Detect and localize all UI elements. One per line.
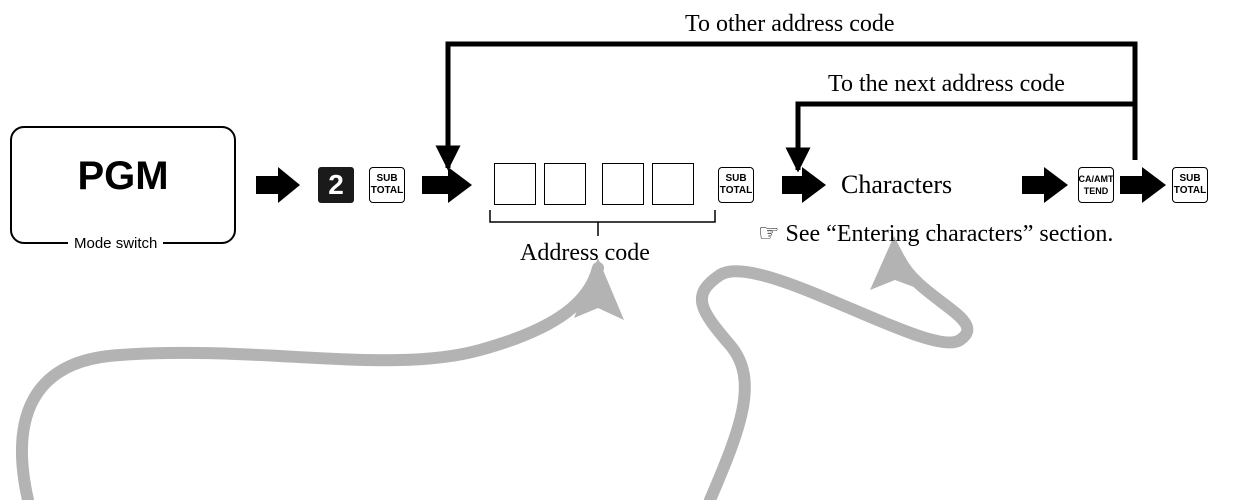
subtotal-key-line2: TOTAL <box>1173 185 1207 196</box>
subtotal-key-line2: TOTAL <box>719 185 753 196</box>
gray-curve-left <box>16 262 604 500</box>
subtotal-key-line1: SUB <box>376 173 398 184</box>
subtotal-key-line2: TOTAL <box>370 185 404 196</box>
subtotal-key: SUB TOTAL <box>1172 167 1208 203</box>
address-digit-box-3 <box>602 163 644 205</box>
subtotal-key-line1: SUB <box>1179 173 1201 184</box>
label-characters: Characters <box>841 170 953 199</box>
address-code-bracket <box>489 210 716 236</box>
subtotal-key: SUB TOTAL <box>718 167 754 203</box>
mode-switch-caption: Mode switch <box>68 234 164 254</box>
address-digit-box-2 <box>544 163 586 205</box>
flow-arrow-5 <box>1120 167 1166 203</box>
gray-arrowhead-right <box>870 236 922 290</box>
number-key-2: 2 <box>318 167 354 203</box>
address-digit-box-4 <box>652 163 694 205</box>
subtotal-key-line1: SUB <box>725 173 747 184</box>
gray-curve-right <box>696 254 974 500</box>
ca-key-line1: CA/AMT <box>1078 174 1114 184</box>
subtotal-key: SUB TOTAL <box>369 167 405 203</box>
label-address-code: Address code <box>520 240 650 266</box>
flow-arrows <box>256 167 1166 203</box>
label-to-next-address: To the next address code <box>828 71 1065 97</box>
flow-arrow-3 <box>782 167 826 203</box>
loop-line-next <box>785 101 1135 173</box>
flow-arrow-1 <box>256 167 300 203</box>
gray-arrowhead-left <box>574 258 624 320</box>
ca-key-line2: TEND <box>1083 186 1109 196</box>
mode-switch-box: PGM Mode switch <box>10 126 236 254</box>
label-see-note: ☞ See “Entering characters” section. <box>758 221 1114 247</box>
flow-arrow-4 <box>1022 167 1068 203</box>
mode-switch-title: PGM <box>77 154 169 198</box>
label-to-other-address: To other address code <box>685 11 895 37</box>
ca-amt-tend-key: CA/AMT TEND <box>1078 167 1114 203</box>
address-digit-box-1 <box>494 163 536 205</box>
flow-arrow-2 <box>422 167 472 203</box>
